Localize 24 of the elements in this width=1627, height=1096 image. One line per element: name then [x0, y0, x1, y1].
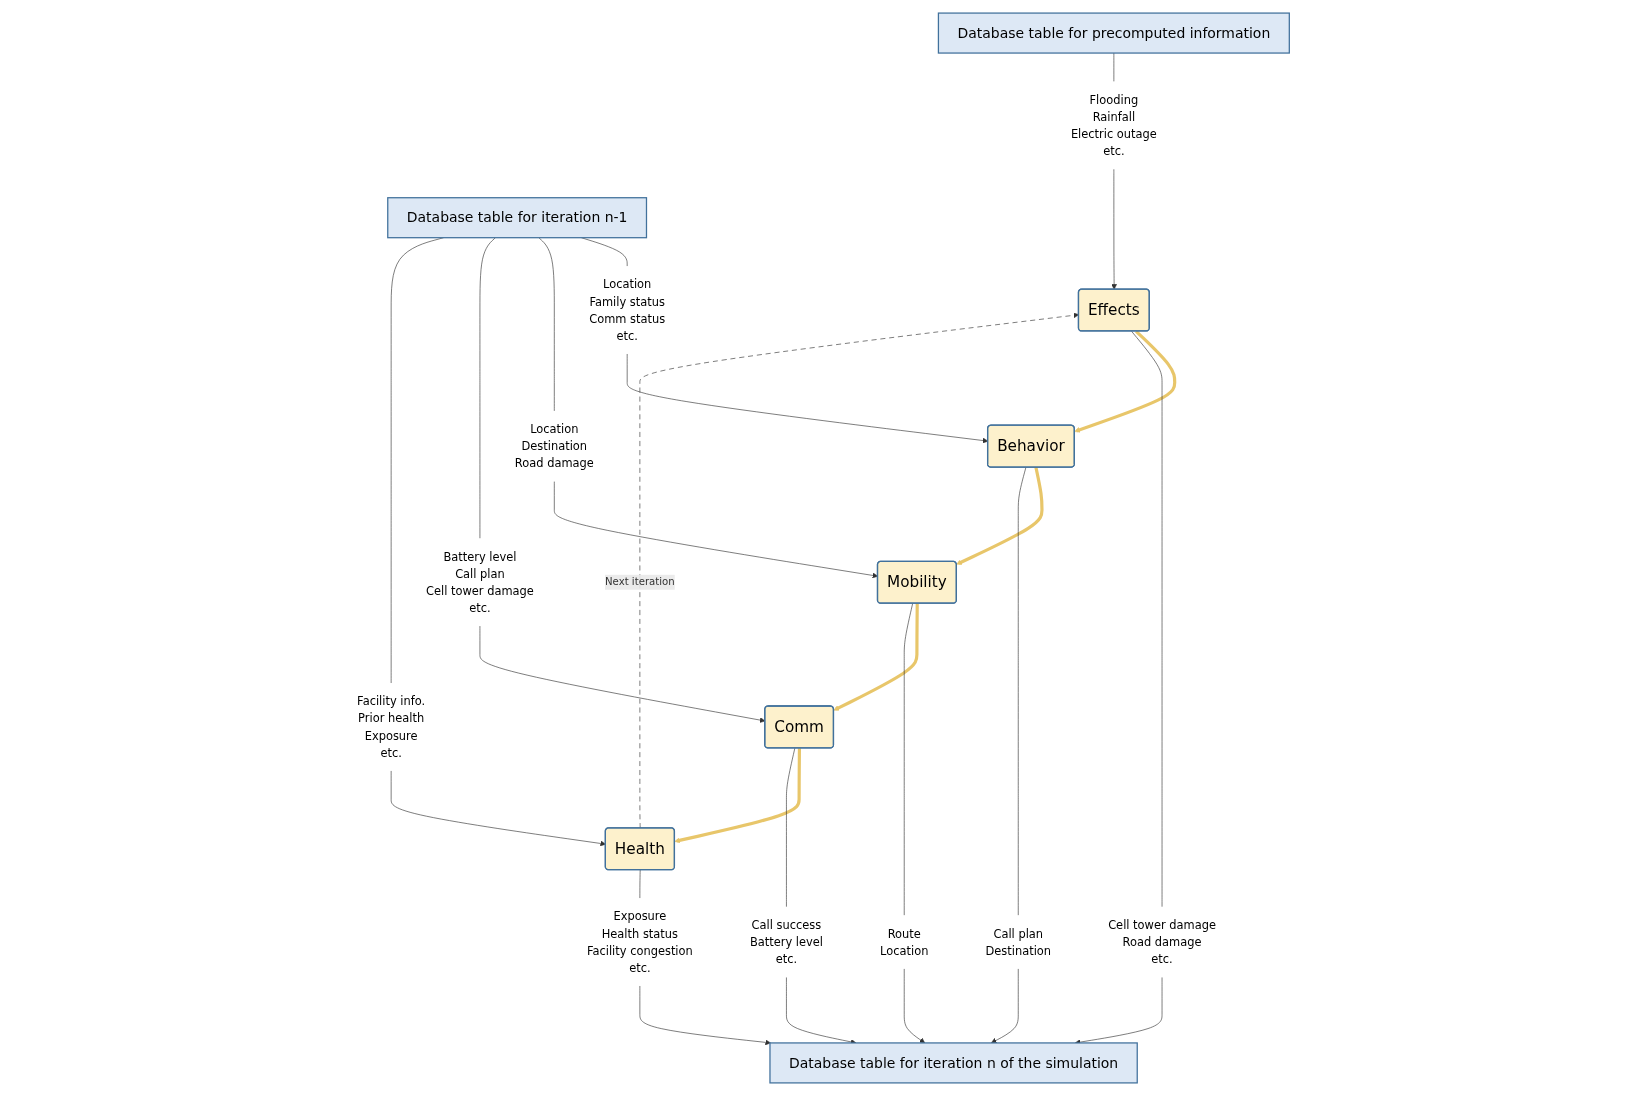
node-text: Location Family status Comm status etc.	[589, 277, 665, 343]
connector	[1131, 331, 1163, 908]
node-box: Database table for iteration n of the simulation	[769, 1042, 1138, 1084]
node-text: Flooding Rainfall Electric outage etc.	[1070, 93, 1157, 158]
node-text: Battery level Call plan Cell tower damage etc.	[425, 549, 534, 615]
node-text: Route Location	[879, 926, 929, 958]
connector	[479, 237, 496, 539]
connector	[1017, 467, 1026, 916]
arrow	[674, 748, 801, 844]
arrow	[1074, 330, 1177, 433]
node-box: Database table for precomputed information	[937, 12, 1290, 54]
connector	[903, 603, 913, 916]
connector	[785, 747, 795, 908]
arrow	[833, 603, 919, 711]
node-text: Facility info. Prior health Exposure etc.	[356, 694, 425, 760]
connector	[538, 237, 555, 412]
node-box: Database table for iteration n-1	[386, 197, 647, 239]
node-text: Exposure Health status Facility congestion etc.	[586, 909, 693, 975]
node-text: Call success Battery level etc.	[749, 918, 823, 966]
arrow	[956, 467, 1044, 565]
node-text: Call plan Destination	[985, 926, 1051, 958]
edge-label: Next iteration	[604, 575, 675, 588]
node-text: Location Destination Road damage	[514, 422, 594, 470]
node-text: Cell tower damage Road damage etc.	[1107, 918, 1216, 966]
